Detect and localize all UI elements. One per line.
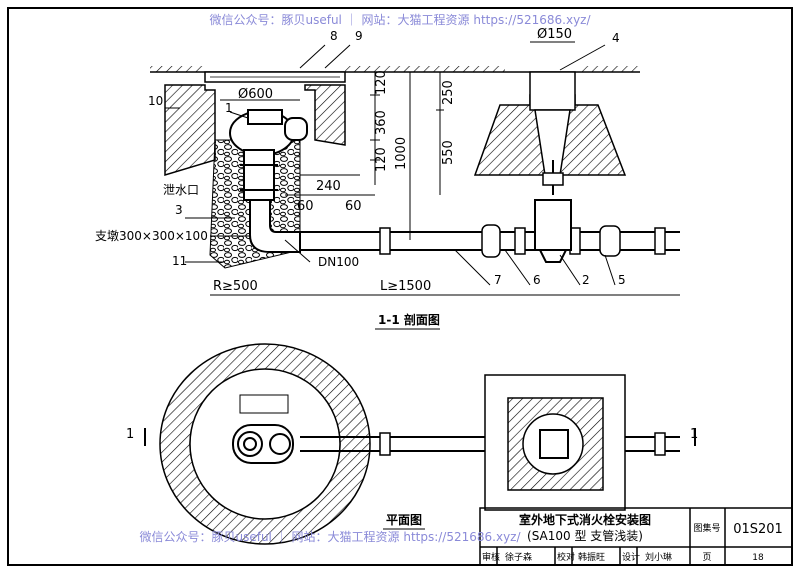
drawing-subtitle: (SA100 型 支管浅装) <box>527 528 643 543</box>
title-block <box>479 507 793 566</box>
callout-2: 2 <box>582 273 590 287</box>
dim-360: 360 <box>374 110 389 135</box>
callout-11: 11 <box>172 254 187 268</box>
callout-5: 5 <box>618 273 626 287</box>
callout-4: 4 <box>612 31 620 45</box>
gate-valve <box>534 160 572 263</box>
label-support: 支墩300×300×100 <box>95 229 208 243</box>
section-mark-right: 1 <box>690 427 698 442</box>
dim-600: Ø600 <box>238 87 273 102</box>
atlas-number: 01S201 <box>733 522 783 537</box>
sheet-border <box>7 7 793 566</box>
dim-60-left: 60 <box>297 199 314 214</box>
section-title: 1-1 剖面图 <box>378 312 440 327</box>
section-mark-left: 1 <box>126 427 134 442</box>
design-signature: 刘小琳 <box>645 551 672 563</box>
drawing-title: 室外地下式消火栓安装图 <box>519 512 651 527</box>
watermark-bottom: 微信公众号：豚贝useful ｜ 网站：大猫工程资源 https://52168… <box>139 529 521 544</box>
dim-60-right: 60 <box>345 199 362 214</box>
page-label: 页 <box>702 552 711 563</box>
brick-wall <box>164 84 216 177</box>
callout-3: 3 <box>175 203 183 217</box>
check-label: 校对 <box>557 551 575 563</box>
callout-10: 10 <box>148 94 163 108</box>
supply-pipe <box>300 224 680 258</box>
dim-1000: 1000 <box>394 137 409 170</box>
plan-view <box>144 343 696 545</box>
plan-hydrant <box>232 424 294 464</box>
callout-7: 7 <box>494 273 502 287</box>
leader-lines <box>165 44 616 286</box>
dim-150: Ø150 <box>537 27 572 42</box>
callout-8: 8 <box>330 29 338 43</box>
label-dn100: DN100 <box>318 255 359 269</box>
dim-550: 550 <box>441 140 456 165</box>
callout-6: 6 <box>533 273 541 287</box>
dim-l1500: L≥1500 <box>380 279 431 294</box>
review-signature: 徐子森 <box>505 551 532 563</box>
atlas-label: 图集号 <box>693 522 720 534</box>
watermark-top: 微信公众号：豚贝useful ｜ 网站：大猫工程资源 https://52168… <box>209 12 591 27</box>
dim-250: 250 <box>441 80 456 105</box>
callout-1: 1 <box>225 101 233 115</box>
review-label: 审核 <box>482 551 500 563</box>
plan-title: 平面图 <box>386 513 422 527</box>
callout-9: 9 <box>355 29 363 43</box>
page-number: 18 <box>752 553 764 563</box>
dim-240: 240 <box>316 179 341 194</box>
section-view <box>150 41 680 386</box>
check-signature: 韩振旺 <box>578 551 605 563</box>
design-label: 设计 <box>622 551 640 563</box>
dim-120-bottom: 120 <box>374 147 389 172</box>
label-drain: 泄水口 <box>163 183 199 197</box>
dim-120-top: 120 <box>374 70 389 95</box>
dim-r500: R≥500 <box>213 279 258 294</box>
